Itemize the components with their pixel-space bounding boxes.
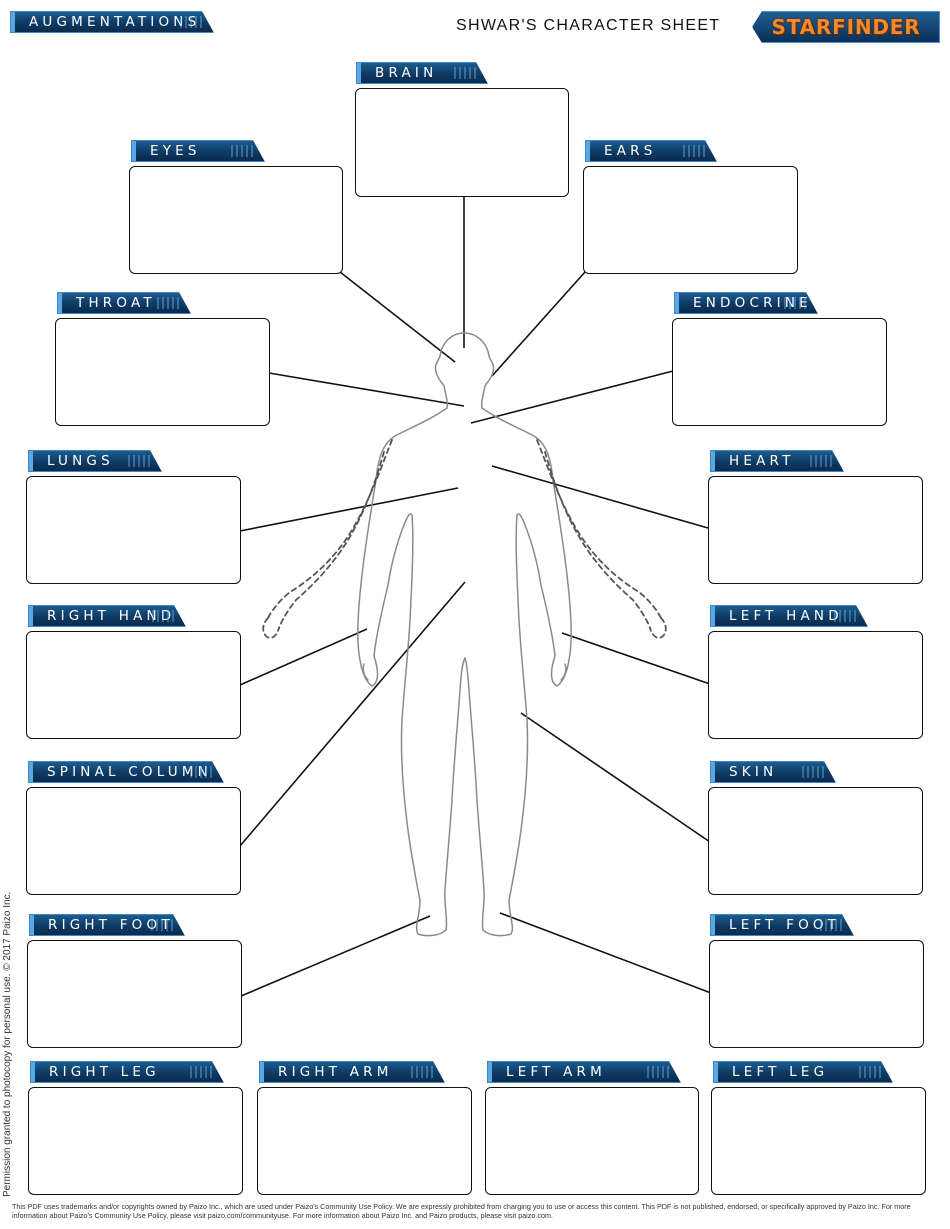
eyes-box[interactable] bbox=[129, 166, 343, 274]
tab-spinal-column: SPINAL COLUMN bbox=[28, 761, 224, 783]
tab-label: RIGHT FOOT bbox=[48, 917, 174, 933]
tab-throat: THROAT bbox=[57, 292, 191, 314]
endocrine-box[interactable] bbox=[672, 318, 887, 426]
tab-label: HEART bbox=[729, 453, 795, 469]
connector-ears bbox=[491, 271, 586, 377]
tab-lungs: LUNGS bbox=[28, 450, 162, 472]
connector-eyes bbox=[339, 271, 456, 363]
tab-brain: BRAIN bbox=[356, 62, 488, 84]
right-leg-box[interactable] bbox=[28, 1087, 243, 1195]
starfinder-logo: STARFINDER bbox=[752, 11, 940, 43]
connector-lungs bbox=[239, 487, 459, 532]
tab-left-foot: LEFT FOOT bbox=[710, 914, 854, 936]
left-leg-box[interactable] bbox=[711, 1087, 926, 1195]
tab-label: SPINAL COLUMN bbox=[47, 764, 212, 780]
connector-right-hand bbox=[239, 628, 368, 686]
tab-label: RIGHT HAND bbox=[47, 608, 176, 624]
sheet-title: SHWAR'S CHARACTER SHEET bbox=[456, 17, 721, 34]
skin-box[interactable] bbox=[708, 787, 923, 895]
connector-right-foot bbox=[240, 915, 431, 997]
tab-left-leg: LEFT LEG bbox=[713, 1061, 893, 1083]
tab-heart: HEART bbox=[710, 450, 844, 472]
tab-right-leg: RIGHT LEG bbox=[30, 1061, 224, 1083]
tab-label: THROAT bbox=[76, 295, 156, 311]
tab-label: LUNGS bbox=[47, 453, 114, 469]
tab-label: LEFT ARM bbox=[506, 1064, 606, 1080]
connector-throat bbox=[268, 372, 465, 407]
tab-label: LEFT FOOT bbox=[729, 917, 841, 933]
left-arm-box[interactable] bbox=[485, 1087, 699, 1195]
heart-box[interactable] bbox=[708, 476, 923, 584]
logo-text: STARFINDER bbox=[771, 15, 921, 39]
spinal-column-box[interactable] bbox=[26, 787, 241, 895]
tab-label: BRAIN bbox=[375, 65, 438, 81]
tab-label: EARS bbox=[604, 143, 657, 159]
connector-left-hand bbox=[561, 632, 711, 685]
connector-heart bbox=[491, 465, 709, 529]
brain-box[interactable] bbox=[355, 88, 569, 197]
tab-label: SKIN bbox=[729, 764, 778, 780]
raised-arms-dashed bbox=[262, 439, 667, 639]
connector-lines bbox=[239, 197, 712, 997]
left-hand-box[interactable] bbox=[708, 631, 923, 739]
tab-right-arm: RIGHT ARM bbox=[259, 1061, 445, 1083]
ears-box[interactable] bbox=[583, 166, 798, 274]
connector-left-foot bbox=[499, 912, 712, 994]
section-label: AUGMENTATIONS bbox=[29, 14, 201, 30]
tab-label: EYES bbox=[150, 143, 201, 159]
connector-endocrine bbox=[470, 370, 674, 424]
right-foot-box[interactable] bbox=[27, 940, 242, 1048]
tab-augmentations: AUGMENTATIONS bbox=[10, 11, 214, 33]
tab-label: RIGHT ARM bbox=[278, 1064, 393, 1080]
throat-box[interactable] bbox=[55, 318, 270, 426]
copyright-side-note: Permission granted to photocopy for pers… bbox=[2, 891, 13, 1197]
tab-label: RIGHT LEG bbox=[49, 1064, 160, 1080]
tab-left-hand: LEFT HAND bbox=[710, 605, 868, 627]
left-foot-box[interactable] bbox=[709, 940, 924, 1048]
tab-ears: EARS bbox=[585, 140, 717, 162]
body-outline bbox=[357, 332, 572, 937]
right-arm-box[interactable] bbox=[257, 1087, 472, 1195]
connector-skin bbox=[520, 712, 711, 843]
tab-label: ENDOCRINE bbox=[693, 295, 812, 311]
lungs-box[interactable] bbox=[26, 476, 241, 584]
tab-left-arm: LEFT ARM bbox=[487, 1061, 681, 1083]
tab-label: LEFT LEG bbox=[732, 1064, 829, 1080]
legal-footer: This PDF uses trademarks and/or copyrigh… bbox=[12, 1202, 911, 1220]
connector-spinal-column bbox=[239, 581, 466, 847]
right-hand-box[interactable] bbox=[26, 631, 241, 739]
tab-label: LEFT HAND bbox=[729, 608, 843, 624]
tab-right-foot: RIGHT FOOT bbox=[29, 914, 185, 936]
tab-endocrine: ENDOCRINE bbox=[674, 292, 818, 314]
tab-skin: SKIN bbox=[710, 761, 836, 783]
tab-right-hand: RIGHT HAND bbox=[28, 605, 186, 627]
tab-eyes: EYES bbox=[131, 140, 265, 162]
